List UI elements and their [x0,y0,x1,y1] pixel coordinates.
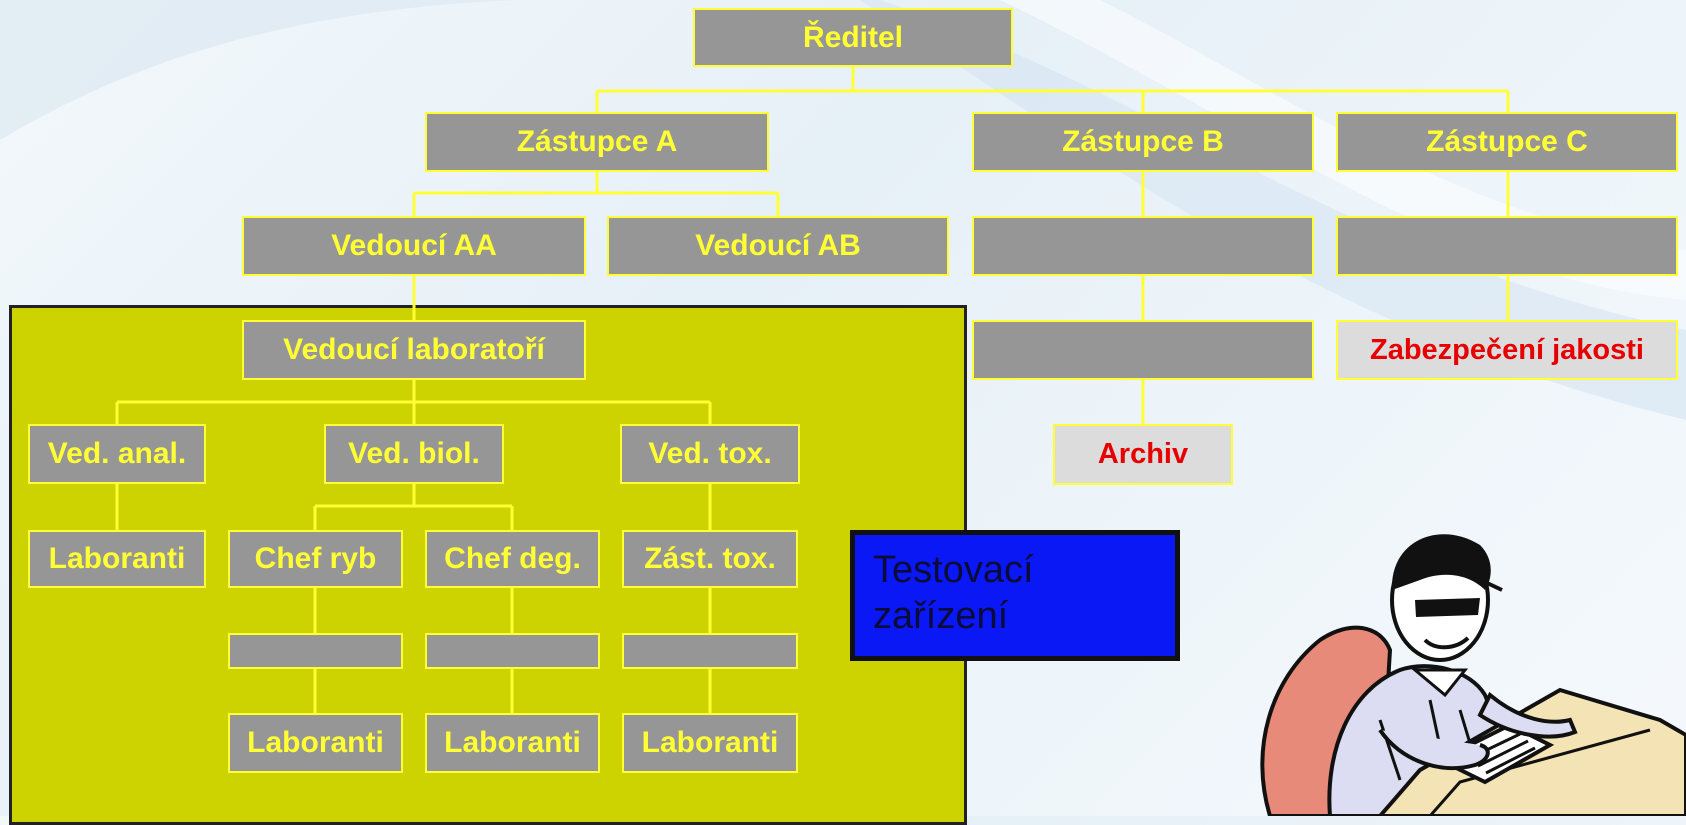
head-ab-box: Vedoucí AB [607,216,949,276]
tox-sub-box [622,633,798,669]
deg-sub-box [425,633,600,669]
head-tox-box: Ved. tox. [620,424,800,484]
deputy-c-sub-box [1336,216,1678,276]
archive-box: Archiv [1053,424,1233,485]
deputy-a-box: Zástupce A [425,112,769,172]
man-reading-at-desk-icon [1260,534,1686,816]
fish-sub-box [228,633,403,669]
lab-head-box: Vedoucí laboratoří [242,320,586,380]
deg-staff-box: Laboranti [425,713,600,773]
deputy-c-box: Zástupce C [1336,112,1678,172]
fish-staff-box: Laboranti [228,713,403,773]
anal-staff-box: Laboranti [28,530,206,588]
deputy-b-box: Zástupce B [972,112,1314,172]
chef-deg-box: Chef deg. [425,530,600,588]
head-biol-box: Ved. biol. [324,424,504,484]
deputy-b-sub2-box [972,320,1314,380]
head-anal-box: Ved. anal. [28,424,206,484]
deputy-tox-box: Zást. tox. [622,530,798,588]
head-aa-box: Vedoucí AA [242,216,586,276]
test-facility-box: Testovací zařízení [850,530,1180,661]
director-box: Ředitel [693,8,1013,67]
chef-fish-box: Chef ryb [228,530,403,588]
deputy-b-sub-box [972,216,1314,276]
quality-assurance-box: Zabezpečení jakosti [1336,320,1678,380]
tox-staff-box: Laboranti [622,713,798,773]
